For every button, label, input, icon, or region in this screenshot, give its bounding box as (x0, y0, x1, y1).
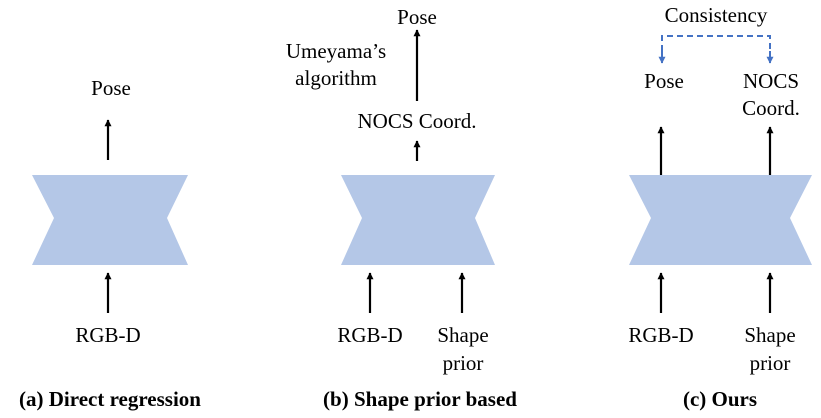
panel-a-input-label: RGB-D (75, 323, 140, 347)
panel-c-network-block (629, 175, 812, 265)
panel-a-caption: (a) Direct regression (19, 387, 201, 411)
panel-c-consistency-bracket (661, 35, 771, 51)
panel-c-output2-line2: Coord. (742, 96, 800, 120)
panel-c-caption: (c) Ours (683, 387, 757, 411)
panel-b-output-label: Pose (397, 5, 437, 29)
panel-c-consistency-label: Consistency (665, 3, 768, 27)
panel-b-input2-line1: Shape (437, 323, 488, 347)
panel-b-caption: (b) Shape prior based (323, 387, 517, 411)
panel-c-input2-line2: prior (750, 351, 791, 375)
panel-b-input2-line2: prior (443, 351, 484, 375)
panel-c-output1-label: Pose (644, 69, 684, 93)
panel-a-network-block (32, 175, 188, 265)
panel-b-method-line1: Umeyama’s (286, 39, 386, 63)
panel-c-output2-line1: NOCS (743, 69, 799, 93)
panel-b-network-block (341, 175, 495, 265)
panel-a: Pose RGB-D (a) Direct regression (19, 76, 201, 411)
panel-b-input1-label: RGB-D (337, 323, 402, 347)
panel-b-method-line2: algorithm (295, 66, 377, 90)
panel-c-input2-line1: Shape (744, 323, 795, 347)
panel-b-intermediate-label: NOCS Coord. (357, 109, 476, 133)
panel-c-input1-label: RGB-D (628, 323, 693, 347)
panel-c: Consistency Pose NOCS Coord. RGB-D Shape… (628, 3, 812, 411)
panel-b: Pose Umeyama’s algorithm NOCS Coord. RGB… (286, 5, 517, 411)
panel-a-output-label: Pose (91, 76, 131, 100)
